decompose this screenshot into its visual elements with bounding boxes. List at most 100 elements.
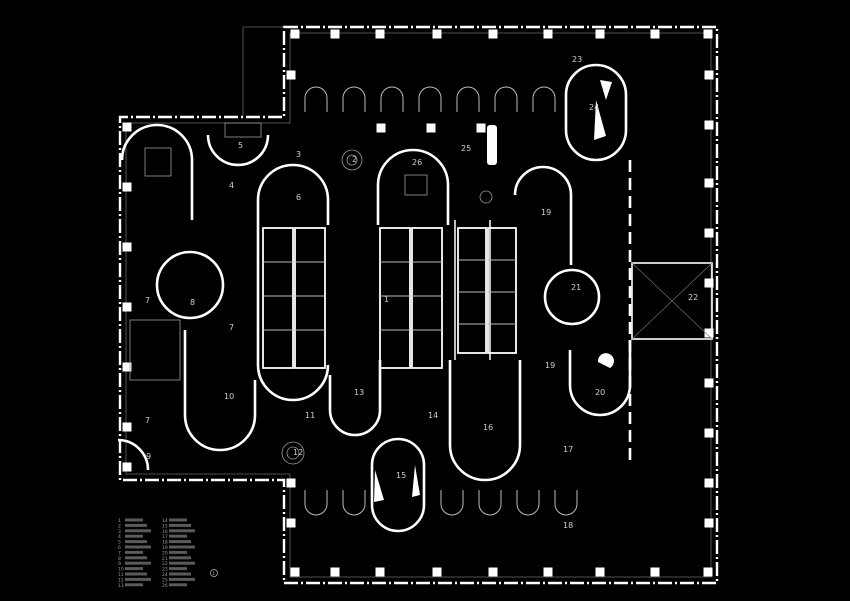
column (122, 182, 132, 192)
alcove (304, 490, 328, 516)
room-number: 12 (293, 448, 303, 457)
column (704, 70, 714, 80)
legend-number: 23 (162, 567, 168, 573)
column (650, 29, 660, 39)
column (704, 120, 714, 130)
north-marker: 1 (210, 569, 218, 577)
column (375, 29, 385, 39)
alcove (456, 86, 480, 112)
legend-number: 3 (118, 529, 121, 535)
column (122, 302, 132, 312)
legend-number: 15 (162, 523, 168, 529)
column (375, 567, 385, 577)
room-number: 4 (229, 181, 234, 190)
alcove (554, 490, 578, 516)
alcove (418, 86, 442, 112)
column (488, 567, 498, 577)
legend-text-mark (125, 572, 147, 576)
column (704, 328, 714, 338)
alcove (440, 490, 464, 516)
column (543, 567, 553, 577)
alcove (516, 490, 540, 516)
legend-text-mark (125, 583, 143, 587)
legend-number: 12 (118, 577, 124, 583)
core-dividers (263, 259, 516, 331)
column (122, 422, 132, 432)
room-number: 25 (461, 144, 471, 153)
room-number: 19 (545, 361, 555, 370)
legend-number: 16 (162, 529, 168, 535)
room-labels: 1234567778910111213141516171819192021222… (145, 55, 698, 530)
legend-number: 14 (162, 518, 168, 524)
column (704, 228, 714, 238)
room-number: 8 (190, 298, 195, 307)
alcove (478, 490, 502, 516)
legend-text-mark (125, 534, 143, 538)
room-number: 17 (563, 445, 573, 454)
room-number: 22 (688, 293, 698, 302)
legend-number: 7 (118, 550, 121, 556)
fixtures (129, 122, 493, 465)
legend-number: 2 (118, 523, 121, 529)
legend-text-mark (169, 540, 191, 544)
legend-text-mark (125, 523, 147, 527)
legend-text-mark (169, 572, 191, 576)
room-number: 7 (145, 416, 150, 425)
legend-text-mark (169, 583, 187, 587)
service-cores (262, 227, 517, 369)
legend-text-mark (125, 567, 143, 571)
room-number: 18 (563, 521, 573, 530)
column (704, 518, 714, 528)
alcove (380, 86, 404, 112)
legend-text-mark (125, 556, 147, 560)
column (488, 29, 498, 39)
column (290, 29, 300, 39)
columns (122, 29, 714, 577)
legend-number: 10 (118, 567, 124, 573)
legend-text-mark (169, 529, 195, 533)
legend-text-mark (125, 577, 151, 581)
legend-text-mark (125, 540, 147, 544)
legend-number: 9 (118, 561, 121, 567)
column (122, 462, 132, 472)
legend-text-mark (169, 550, 187, 554)
legend-text-mark (169, 561, 195, 565)
column (595, 567, 605, 577)
column (703, 29, 713, 39)
room-number: 6 (296, 193, 301, 202)
column (704, 378, 714, 388)
exterior-walls (118, 25, 719, 585)
legend-number: 17 (162, 534, 168, 540)
room-number: 21 (571, 283, 581, 292)
alcove (532, 86, 556, 112)
legend-number: 18 (162, 540, 168, 546)
legend-text-mark (125, 545, 151, 549)
column (650, 567, 660, 577)
legend-number: 25 (162, 577, 168, 583)
column (330, 567, 340, 577)
alcove (304, 86, 328, 112)
room-number: 10 (224, 392, 234, 401)
room-number: 7 (145, 296, 150, 305)
column (122, 122, 132, 132)
legend-number: 6 (118, 545, 121, 551)
room-number: 13 (354, 388, 364, 397)
white-fixtures (374, 80, 614, 502)
column (432, 567, 442, 577)
column (286, 518, 296, 528)
column (703, 567, 713, 577)
legend-number: 4 (118, 534, 121, 540)
interior-walls (117, 63, 713, 533)
legend-number: 22 (162, 561, 168, 567)
column (426, 123, 436, 133)
legend-number: 26 (162, 583, 168, 589)
room-number: 20 (595, 388, 605, 397)
legend-text-mark (125, 561, 151, 565)
room-number: 19 (541, 208, 551, 217)
column (122, 362, 132, 372)
room-number: 16 (483, 423, 493, 432)
legend-text-mark (169, 556, 191, 560)
room-number: 3 (296, 150, 301, 159)
legend-text-mark (125, 529, 151, 533)
